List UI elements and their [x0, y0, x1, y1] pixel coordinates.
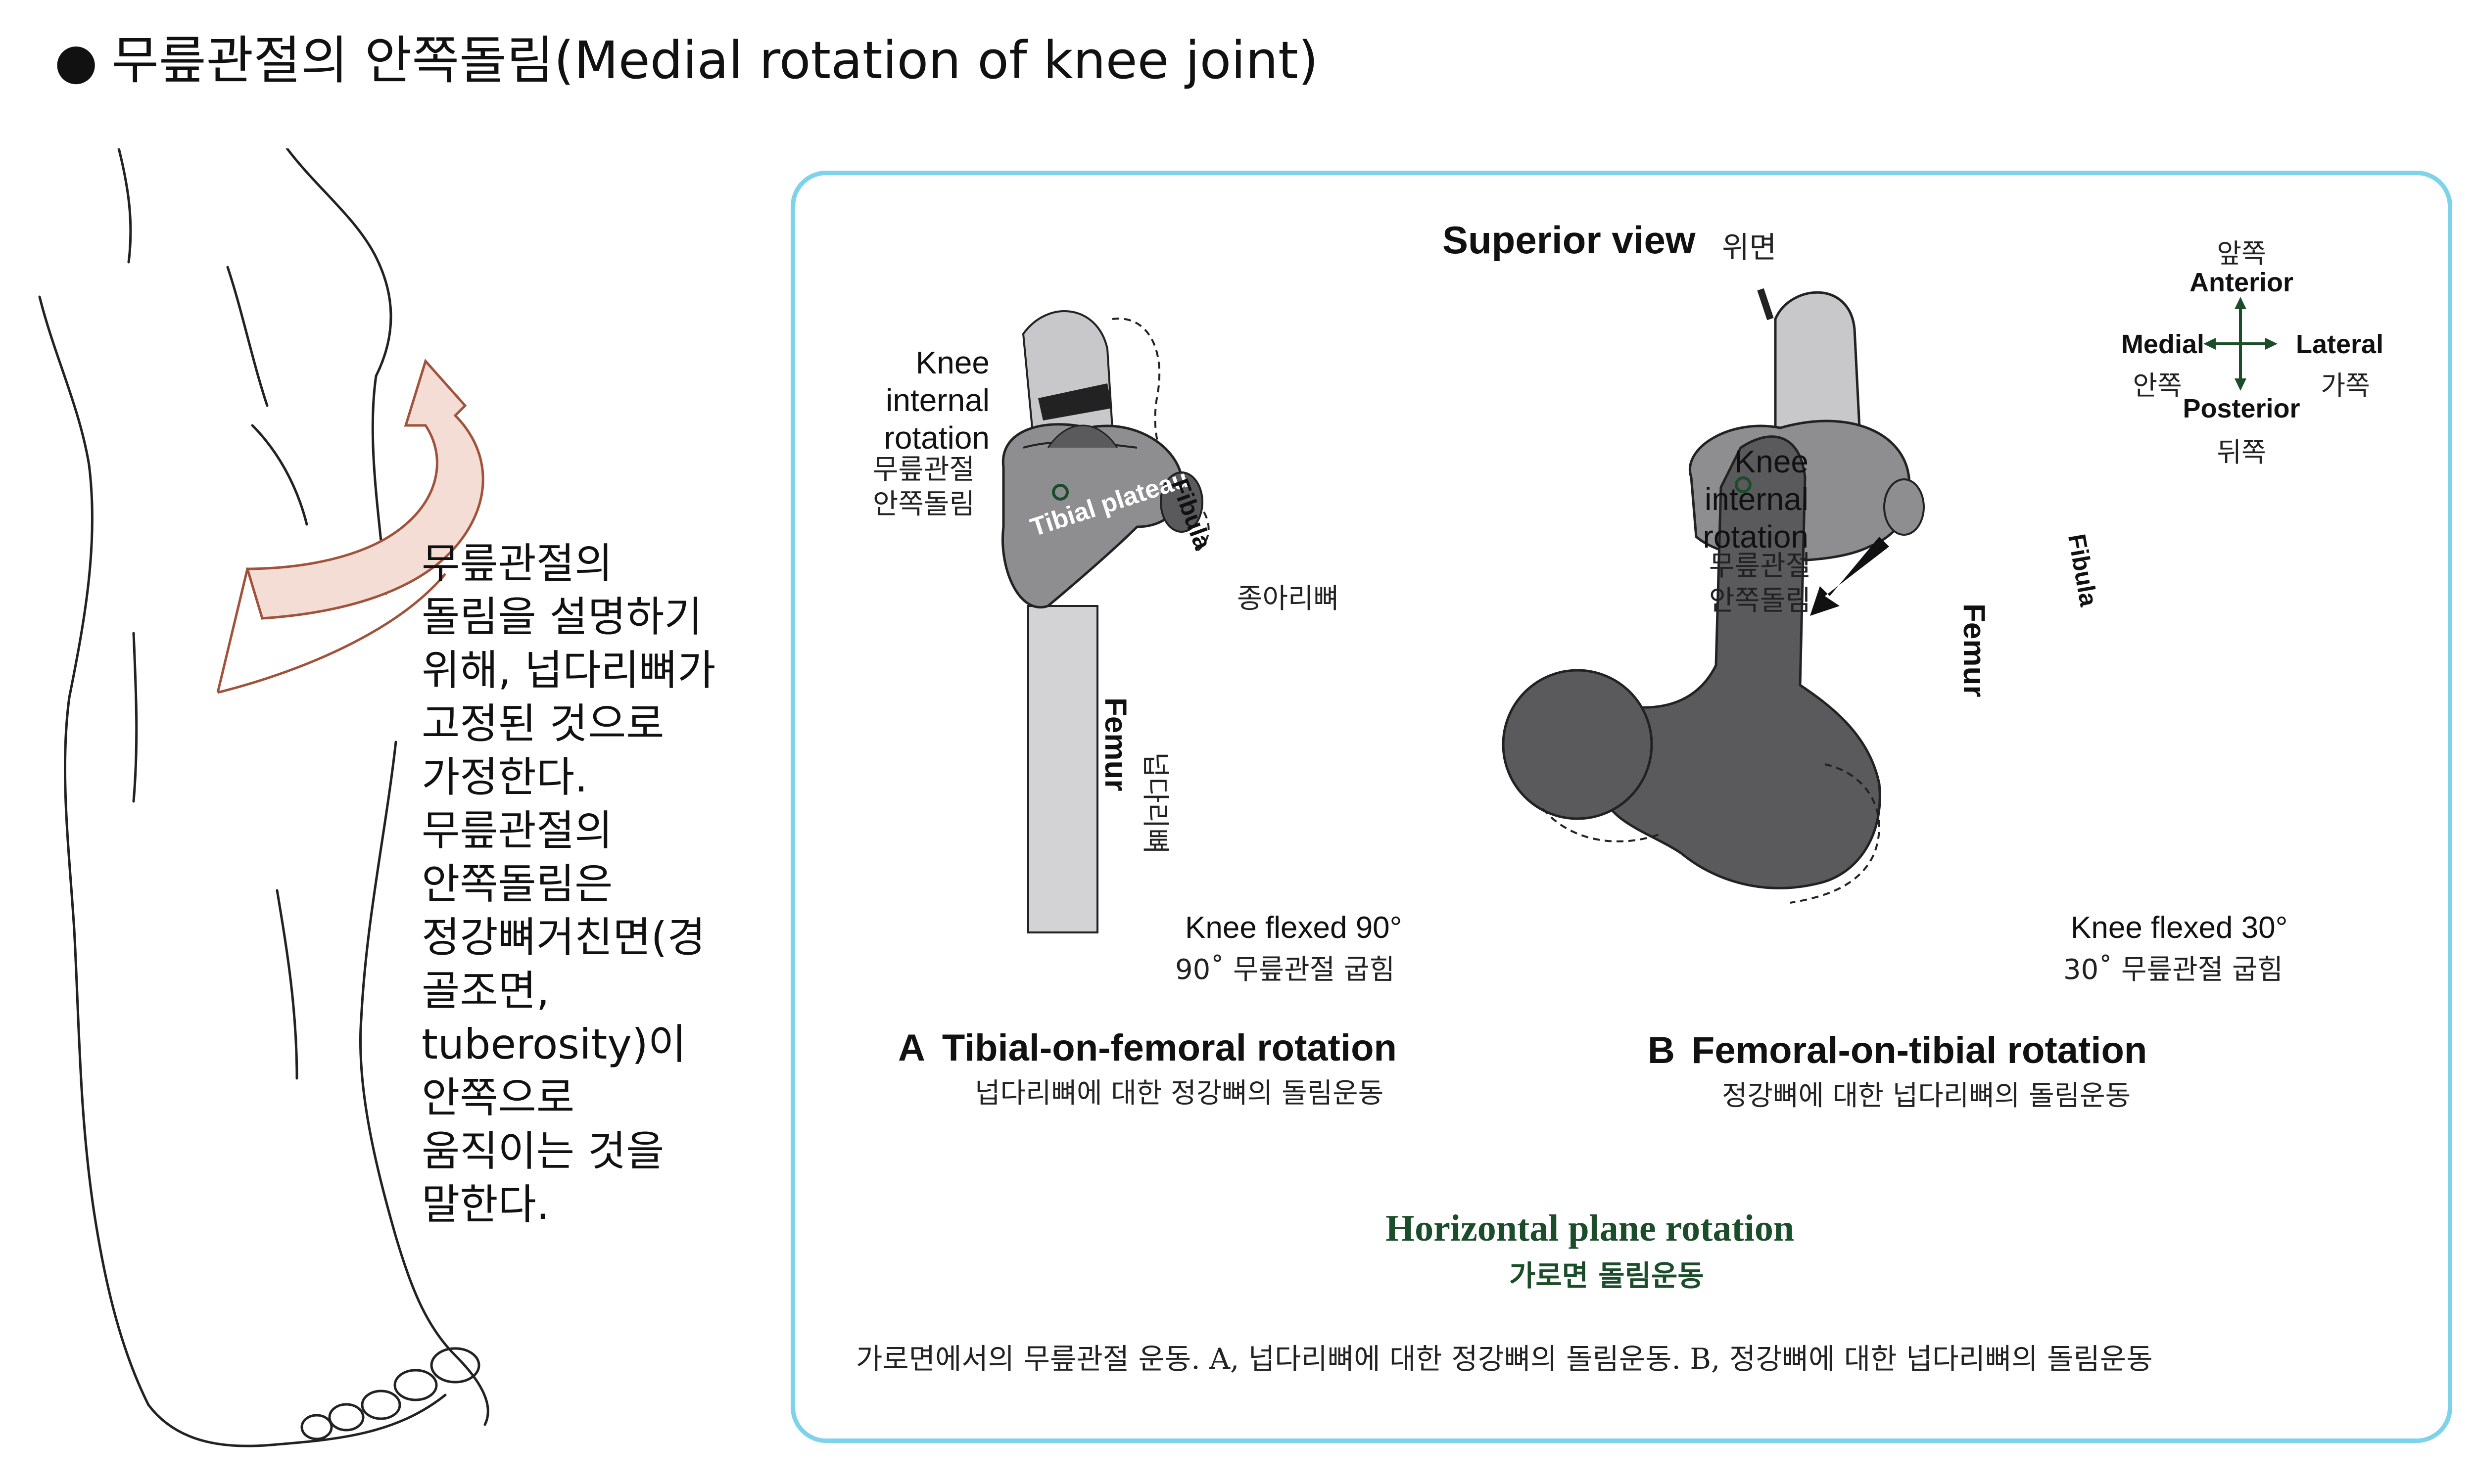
panel-a-bones: [1001, 310, 1210, 933]
panel-a-rotation-ko-line-2: 안쪽돌림: [872, 488, 975, 520]
rotation-arrow-icon: [216, 359, 484, 694]
superior-view-label: Superior view: [1442, 218, 1696, 262]
panel-b-bones: [1502, 288, 1925, 904]
horizontal-plane-ko-title: 가로면 돌림운동: [1509, 1259, 1704, 1293]
panel-b-rotation-line-2: internal: [1705, 481, 1808, 517]
panel-b-heading-text: Femoral-on-tibial rotation: [1691, 1029, 2147, 1071]
title-bullet: ●: [54, 32, 98, 90]
horizontal-plane-title: Horizontal plane rotation: [1385, 1207, 1795, 1249]
panel-b-rotation-label: Knee internal rotation: [1660, 443, 1808, 556]
panel-a-heading-ko: 넙다리뼈에 대한 정강뼈의 돌림운동: [975, 1077, 1384, 1110]
panel-b-rotation-line-1: Knee: [1734, 444, 1808, 479]
panel-b-femur-label: Femur: [1957, 603, 1991, 697]
panel-b-heading: B Femoral-on-tibial rotation: [1648, 1029, 2147, 1072]
panel-b-rotation-line-3: rotation: [1703, 519, 1808, 555]
panel-a-femur-label: Femur: [1098, 697, 1133, 791]
panel-a-femur-ko-label: 넙다리뼈: [1139, 752, 1171, 854]
left-explanation-text: 무릎관절의 돌림을 설명하기 위해, 넙다리뼈가 고정된 것으로 가정한다. 무…: [422, 539, 716, 1229]
panel-a-rotation-label: Knee internal rotation: [841, 344, 990, 457]
panel-a-heading-text: Tibial-on-femoral rotation: [942, 1027, 1397, 1069]
panel-b-rotation-ko-line-1: 무릎관절: [1709, 550, 1811, 582]
figure-panel: [791, 171, 2452, 1443]
panel-b-flexed-label: Knee flexed 30°: [2071, 911, 2288, 945]
panel-a-heading: A Tibial-on-femoral rotation: [898, 1026, 1397, 1069]
panel-b-rotation-ko-label: 무릎관절 안쪽돌림: [1677, 549, 1811, 618]
panel-a-fibula-ko-label: 종아리뼈: [1237, 583, 1339, 615]
medial-label: Medial: [2121, 329, 2204, 359]
panel-a-letter: A: [898, 1027, 925, 1069]
panel-a-rotation-line-2: internal: [886, 382, 990, 418]
lateral-label: Lateral: [2296, 329, 2384, 359]
panel-b-letter: B: [1648, 1029, 1675, 1071]
panel-b-flexed-ko-label: 30˚ 무릎관절 굽힘: [2063, 954, 2283, 986]
panel-a-flexed-ko-label: 90˚ 무릎관절 굽힘: [1175, 954, 1395, 986]
panel-a-flexed-label: Knee flexed 90°: [1185, 911, 1402, 945]
lateral-ko-label: 가쪽: [2321, 370, 2370, 401]
medial-ko-label: 안쪽: [2133, 370, 2182, 401]
anterior-label: Anterior: [2189, 268, 2293, 297]
posterior-label: Posterior: [2183, 394, 2300, 423]
compass-arrows: [2211, 304, 2270, 383]
figure-drawings: [1001, 288, 2278, 933]
panel-a-rotation-line-1: Knee: [915, 345, 990, 380]
figure-caption: 가로면에서의 무릎관절 운동. A, 넙다리뼈에 대한 정강뼈의 돌림운동. B…: [856, 1342, 2153, 1376]
panel-a-rotation-ko-line-1: 무릎관절: [872, 454, 975, 486]
page-title: ●무릎관절의 안쪽돌림(Medial rotation of knee join…: [54, 35, 1318, 86]
panel-b-heading-ko: 정강뼈에 대한 넙다리뼈의 돌림운동: [1722, 1080, 2131, 1112]
title-text: 무릎관절의 안쪽돌림(Medial rotation of knee joint…: [111, 30, 1319, 91]
panel-a-rotation-line-3: rotation: [884, 420, 990, 456]
anterior-ko-label: 앞쪽: [2217, 238, 2266, 269]
panel-b-rotation-ko-line-2: 안쪽돌림: [1709, 585, 1811, 617]
posterior-ko-label: 뒤쪽: [2217, 437, 2266, 468]
leg-illustration: [38, 148, 489, 1447]
panel-a-rotation-ko-label: 무릎관절 안쪽돌림: [841, 453, 975, 522]
superior-view-ko-label: 위면: [1722, 231, 1777, 265]
